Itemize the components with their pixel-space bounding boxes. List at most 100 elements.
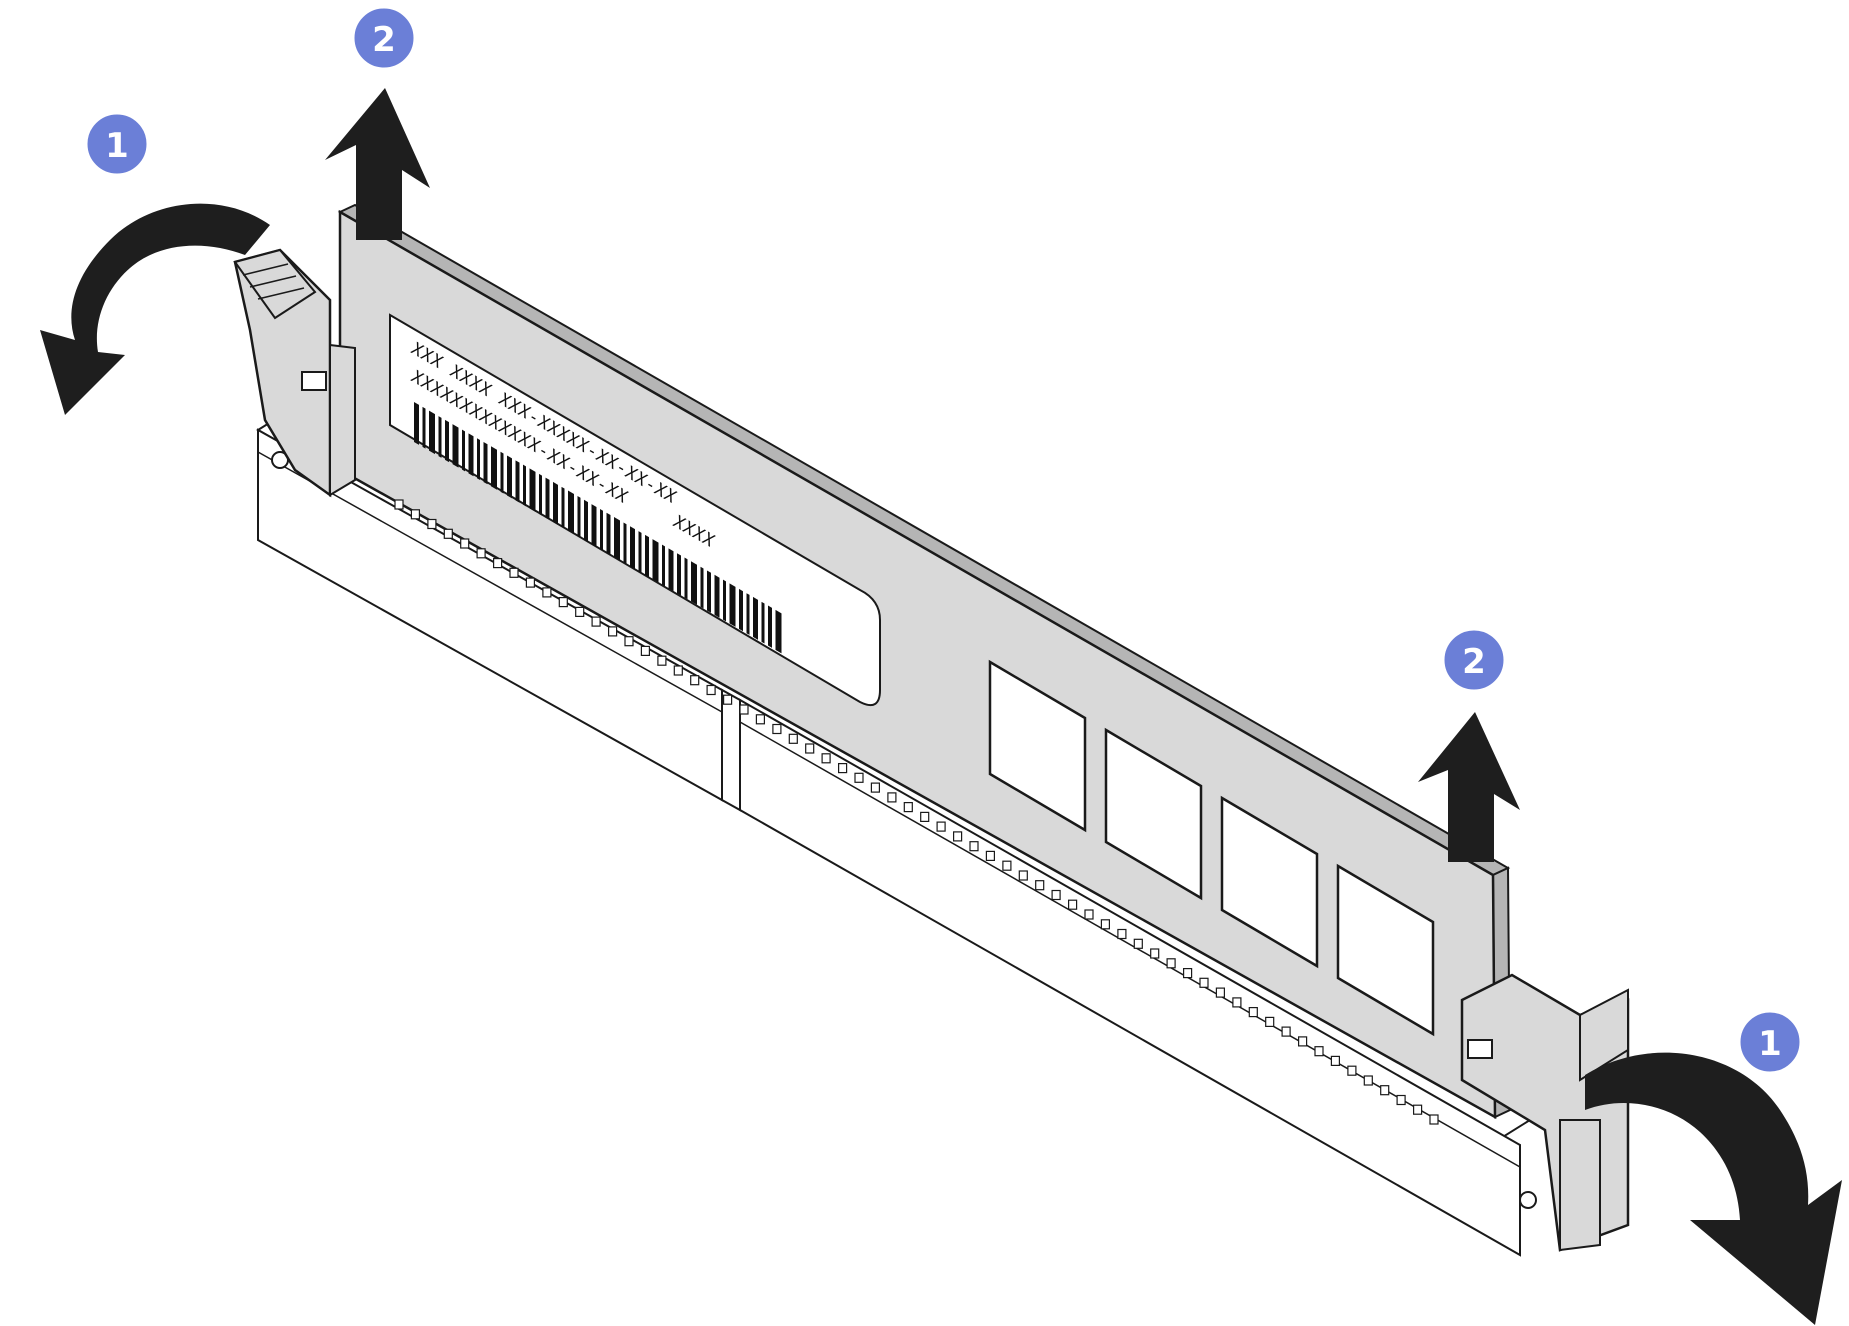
contact-pin [657, 655, 667, 666]
barcode-bar [746, 593, 750, 635]
contact-pin [1297, 1036, 1308, 1047]
barcode-bar [568, 490, 574, 535]
barcode-bar [577, 496, 581, 538]
rotate-open-right-arrow [1585, 1052, 1842, 1325]
contact-pin [542, 587, 552, 598]
barcode-bar [468, 433, 474, 477]
callout-1-right: 1 [1737, 1009, 1803, 1075]
contact-pin [1166, 958, 1176, 969]
lift-up-right-arrow [1418, 712, 1520, 862]
barcode-bar [500, 451, 504, 494]
contact-pin [558, 596, 568, 608]
memory-chip [1104, 727, 1203, 901]
barcode-bar [700, 566, 704, 609]
barcode-bar [414, 402, 419, 445]
memory-chip-group [988, 659, 1435, 1037]
barcode-bar [677, 553, 681, 596]
callout-label: 2 [1462, 642, 1486, 682]
barcode-bar [600, 508, 603, 551]
contact-pin [772, 723, 782, 735]
contact-pin [870, 782, 881, 793]
barcode-bar [691, 561, 697, 605]
contact-pin [509, 567, 519, 578]
contact-pin [1051, 889, 1061, 901]
contact-pin [427, 518, 437, 530]
contact-pin [1363, 1075, 1373, 1086]
lift-up-left-arrow [325, 88, 430, 240]
contact-pin [476, 548, 486, 559]
contact-pin [624, 636, 634, 647]
barcode-bar [775, 609, 782, 654]
contact-pin [410, 509, 420, 520]
barcode-bar [438, 416, 442, 458]
barcode-bar [606, 512, 611, 556]
contact-pin [788, 733, 798, 744]
contact-pin [640, 645, 651, 657]
contact-pin [952, 831, 963, 842]
barcode-bar [652, 539, 659, 583]
contact-pin [525, 577, 536, 588]
memory-chip [988, 659, 1087, 833]
barcode-bar [561, 486, 565, 529]
barcode-bar [768, 605, 772, 648]
barcode-bar [539, 473, 542, 516]
contact-pin [1067, 899, 1078, 910]
barcode-bar [662, 544, 665, 587]
barcode-bar [723, 579, 726, 622]
contact-pin [1133, 938, 1143, 949]
barcode-bar [645, 534, 649, 578]
barcode-bar [614, 517, 620, 561]
barcode-bar [638, 531, 642, 573]
contact-pin [1429, 1114, 1439, 1125]
contact-pin [985, 850, 996, 862]
barcode-bar [623, 522, 627, 565]
contact-pin [607, 626, 618, 637]
barcode-bar [707, 570, 711, 613]
contact-pin [1248, 1006, 1258, 1018]
barcode-bar [529, 468, 536, 512]
contact-pin [969, 841, 979, 852]
barcode-bar [483, 441, 488, 485]
contact-pin [1084, 909, 1094, 920]
memory-chip [1220, 795, 1319, 969]
callout-2-left: 2 [351, 5, 417, 71]
barcode-bar [584, 499, 588, 543]
contact-pin [1396, 1094, 1406, 1106]
callout-1-left: 1 [84, 111, 150, 177]
memory-module: XXX XXXX XXX-XXXXX-XX-XX-XX XXXXXXXXXXXX… [337, 203, 1512, 1125]
barcode-bar [753, 596, 758, 640]
barcode-bar [452, 424, 459, 468]
barcode-bar [422, 406, 426, 449]
barcode-bar [491, 446, 497, 490]
module-contacts [394, 499, 1439, 1125]
barcode-bar [462, 429, 465, 472]
contact-pin [903, 801, 913, 813]
contact-pin [1265, 1016, 1275, 1028]
barcode-bar [739, 588, 743, 632]
contact-pin [739, 704, 749, 715]
barcode-bar [507, 455, 512, 499]
contact-pin [443, 528, 453, 539]
slot-key-notch [721, 688, 741, 812]
contact-pin [690, 675, 700, 686]
barcode-bar [429, 410, 435, 455]
contact-pin [1330, 1055, 1341, 1067]
contact-pin [1002, 860, 1012, 871]
contact-pin [1232, 997, 1242, 1008]
contact-pin [1215, 987, 1226, 998]
contact-pin [1380, 1085, 1390, 1096]
contact-pin [755, 714, 766, 725]
contact-pin [1100, 919, 1111, 930]
barcode-bar [545, 477, 550, 520]
contact-pin [1018, 870, 1028, 881]
barcode-bar [553, 481, 558, 525]
barcode-bar [684, 557, 688, 600]
contact-pin [887, 792, 897, 803]
callout-label: 2 [372, 20, 396, 60]
contact-pin [805, 743, 815, 754]
contact-pin [1035, 880, 1045, 891]
rotate-open-left-arrow [40, 203, 270, 415]
left-retaining-clip [233, 248, 356, 498]
callout-label: 1 [105, 126, 129, 166]
memory-chip [1336, 863, 1435, 1037]
